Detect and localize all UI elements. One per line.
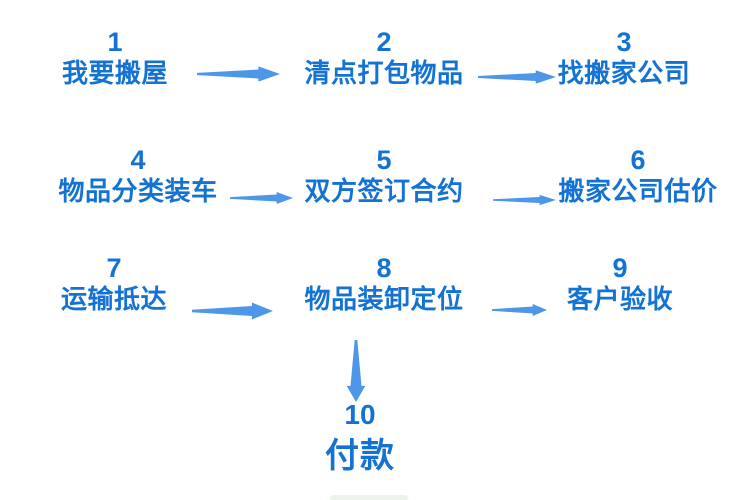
arrow-8-to-10 (346, 340, 366, 402)
arrow-5-to-6 (493, 194, 556, 206)
cropped-element-fragment (330, 495, 408, 500)
step-10: 10 付款 (325, 400, 395, 476)
step-number: 1 (107, 27, 123, 57)
step-label: 运输抵达 (60, 284, 168, 314)
arrow-4-to-5 (230, 192, 293, 204)
arrow-2-to-3 (478, 70, 556, 84)
step-number: 9 (612, 253, 628, 283)
step-label: 付款 (325, 437, 395, 475)
step-number: 3 (616, 27, 632, 57)
step-label: 我要搬屋 (61, 58, 169, 88)
arrow-8-to-9 (492, 304, 547, 316)
step-label: 客户验收 (566, 284, 674, 314)
step-number: 7 (106, 253, 122, 283)
step-number: 4 (130, 145, 146, 175)
step-label: 清点打包物品 (304, 58, 464, 88)
step-label: 物品装卸定位 (304, 284, 464, 314)
step-label: 双方签订合约 (304, 176, 464, 206)
step-number: 5 (376, 145, 392, 175)
step-number: 10 (344, 399, 376, 430)
step-number: 2 (376, 27, 392, 57)
arrow-1-to-2 (197, 66, 280, 82)
step-label: 搬家公司估价 (558, 176, 718, 206)
arrow-7-to-8 (192, 302, 273, 320)
step-label: 物品分类装车 (58, 176, 218, 206)
step-number: 8 (376, 253, 392, 283)
step-number: 6 (630, 145, 646, 175)
step-label: 找搬家公司 (557, 58, 691, 88)
